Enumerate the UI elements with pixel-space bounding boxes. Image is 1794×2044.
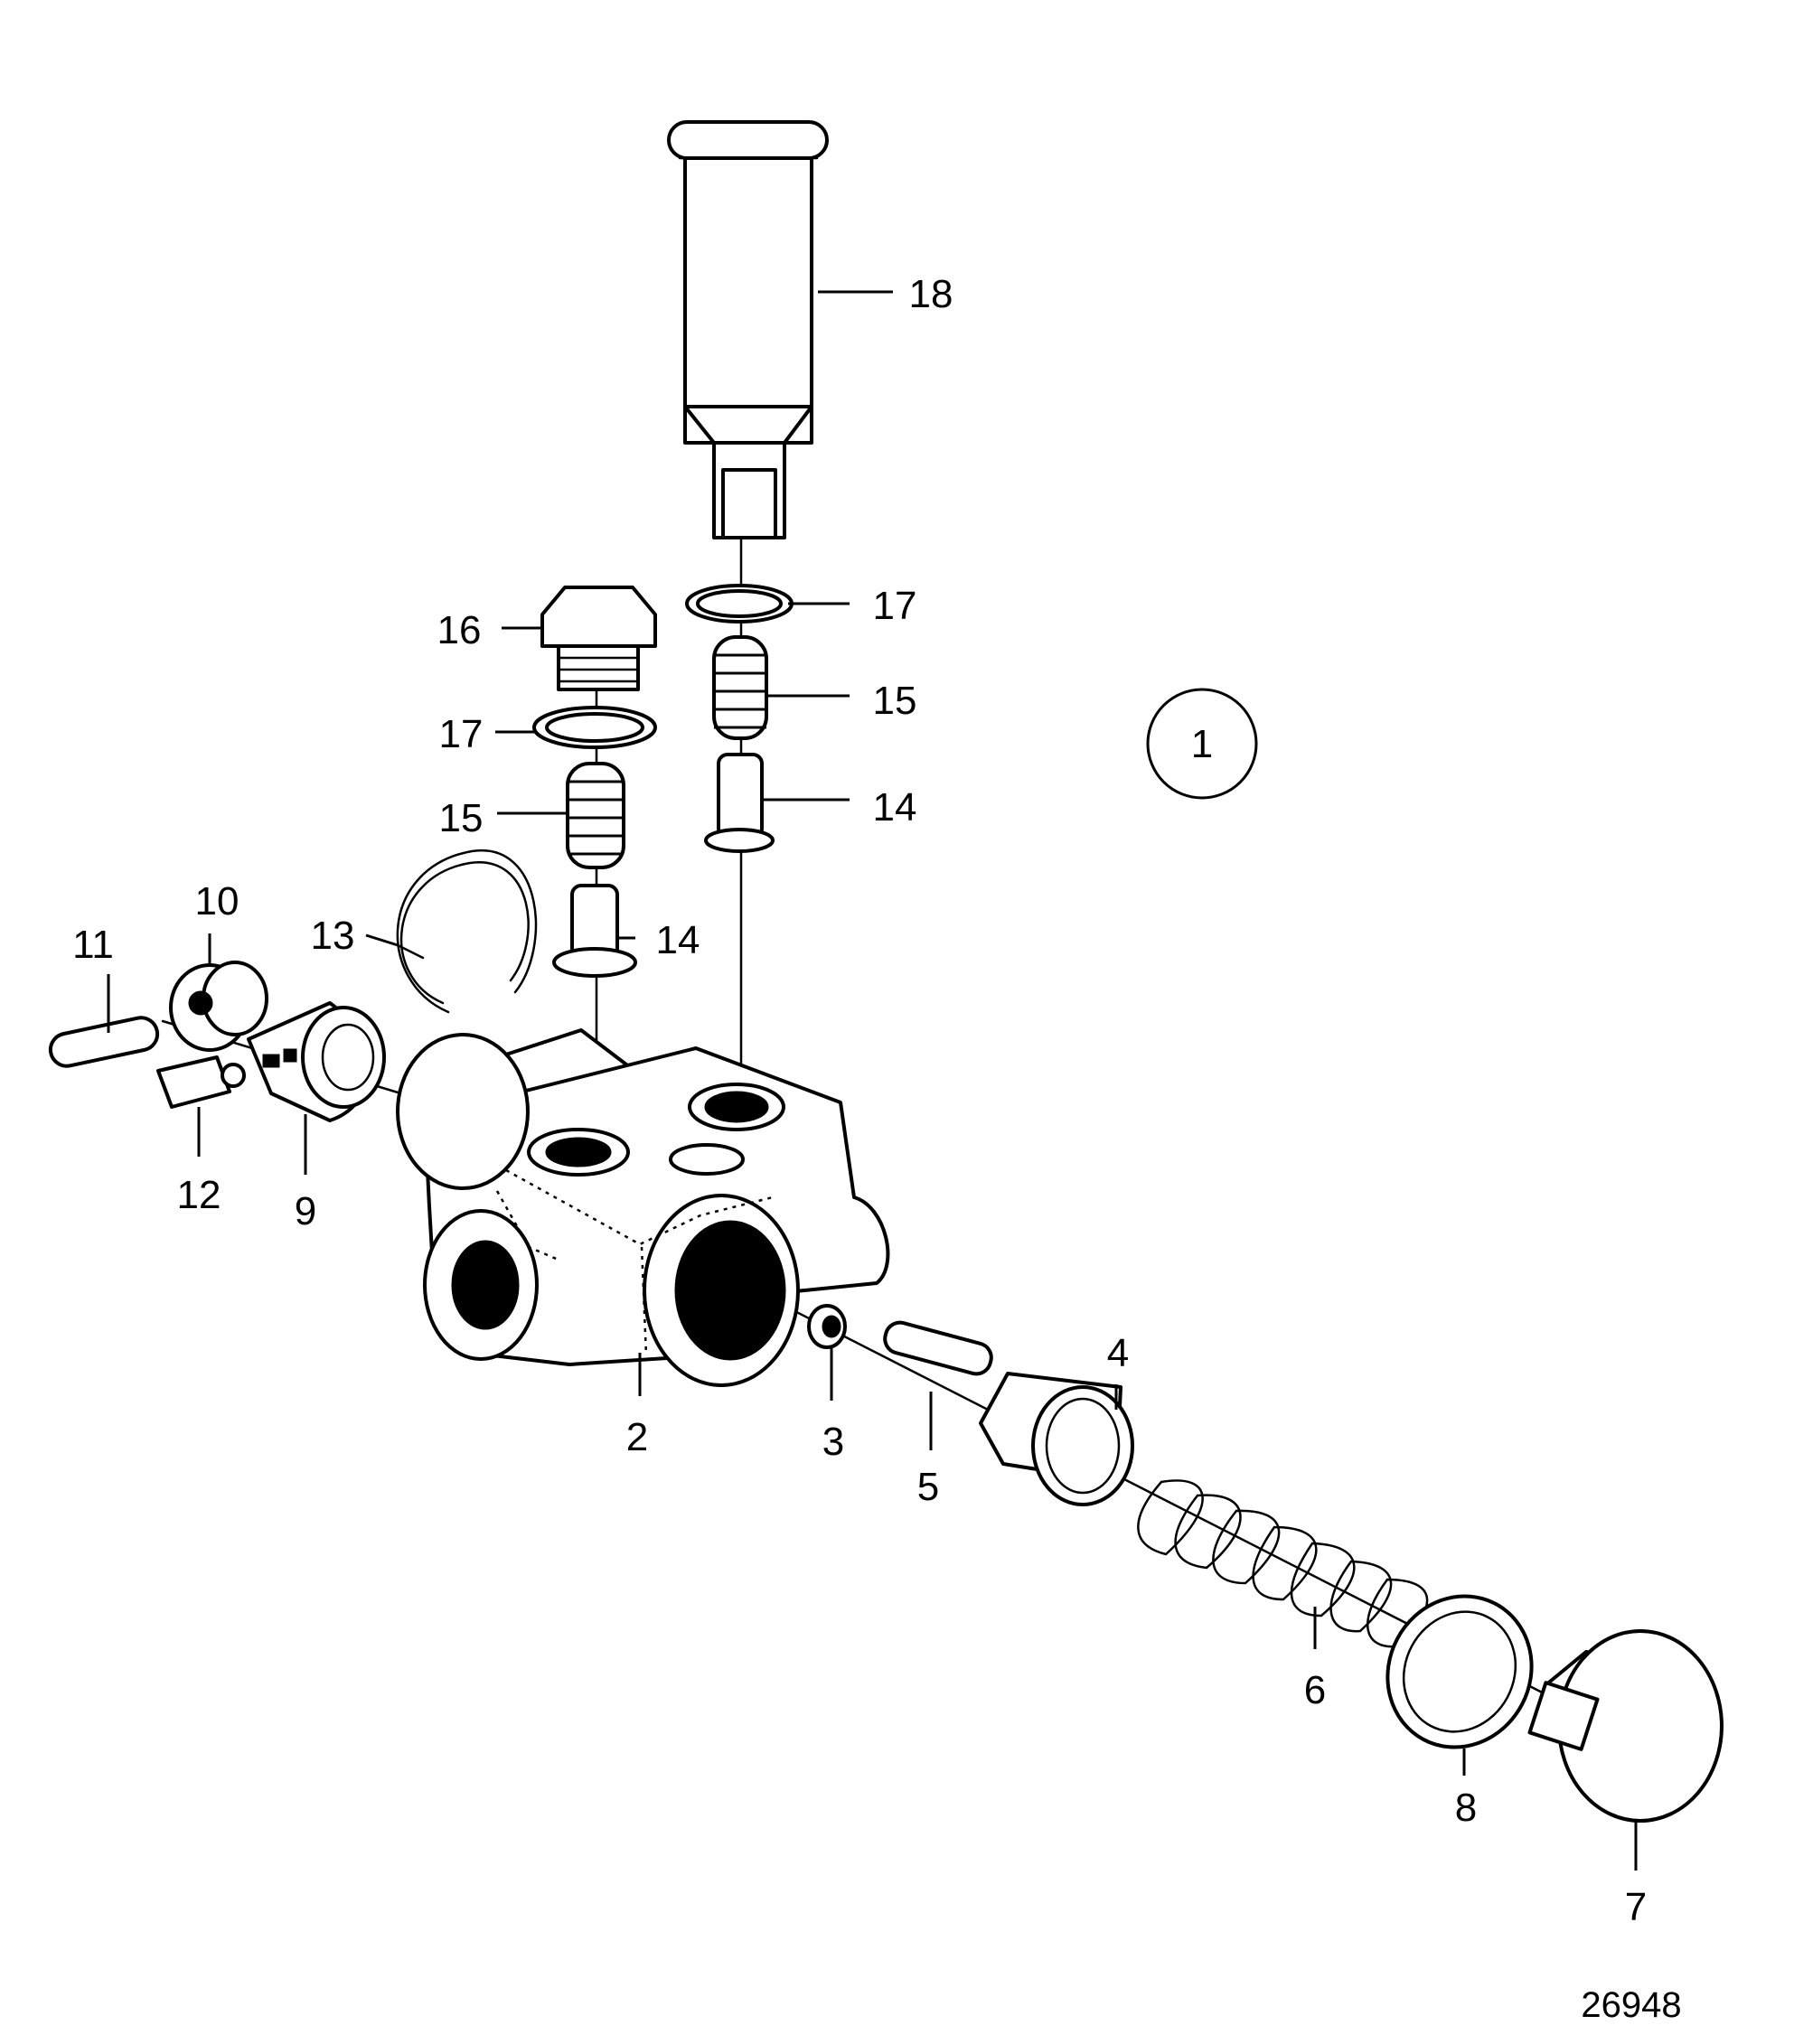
group-label: 1 <box>1146 688 1258 800</box>
part-tappet <box>247 1001 386 1122</box>
leader-lines <box>107 290 1638 1871</box>
svg-text:1: 1 <box>1191 722 1213 766</box>
callout-15-left: 15 <box>439 796 484 840</box>
part-end-plug <box>1527 1629 1724 1823</box>
callout-16: 16 <box>437 608 482 652</box>
assembly-axis-lines <box>161 504 1556 1701</box>
part-sealing-ring-left <box>532 706 657 749</box>
callout-15-right: 15 <box>873 679 917 723</box>
callout-4: 4 <box>1107 1331 1129 1375</box>
part-large-spring <box>1137 1479 1429 1648</box>
part-piston <box>979 1372 1134 1506</box>
part-plug-upper-left <box>540 586 657 691</box>
callout-5: 5 <box>917 1465 939 1509</box>
part-pump-housing <box>396 1028 890 1387</box>
callout-12: 12 <box>177 1173 221 1217</box>
part-gasket-ring <box>1385 1594 1534 1749</box>
callout-2: 2 <box>626 1415 648 1459</box>
callout-10: 10 <box>195 879 240 924</box>
part-key <box>156 1055 246 1109</box>
callout-17-left: 17 <box>439 712 484 756</box>
part-roller <box>169 961 268 1052</box>
callout-18: 18 <box>909 272 953 316</box>
callout-9: 9 <box>295 1189 316 1233</box>
part-washer-small <box>807 1304 847 1349</box>
part-spring-right <box>712 635 768 740</box>
callout-13: 13 <box>311 914 355 958</box>
callout-6: 6 <box>1304 1668 1326 1712</box>
callout-11: 11 <box>72 923 114 967</box>
part-circlip <box>396 849 538 1014</box>
callout-3: 3 <box>822 1420 844 1464</box>
part-valve-right <box>704 753 775 853</box>
part-spring-left <box>566 762 625 869</box>
callout-8: 8 <box>1455 1786 1477 1830</box>
part-sealing-ring-upper-right <box>685 584 794 624</box>
part-valve-left <box>552 884 637 978</box>
part-piston-rod <box>883 1320 993 1376</box>
callout-14-left: 14 <box>656 918 700 962</box>
part-primer-pump-cylinder <box>667 120 829 539</box>
callout-14-right: 14 <box>873 785 917 830</box>
part-pin <box>48 1016 160 1068</box>
callout-7: 7 <box>1625 1885 1647 1929</box>
catalog-number: 26948 <box>1581 1985 1681 2025</box>
callout-17-right: 17 <box>873 584 917 628</box>
callout-labels: 2 3 4 5 6 7 8 9 10 11 12 13 14 14 15 15 … <box>72 272 1647 1929</box>
